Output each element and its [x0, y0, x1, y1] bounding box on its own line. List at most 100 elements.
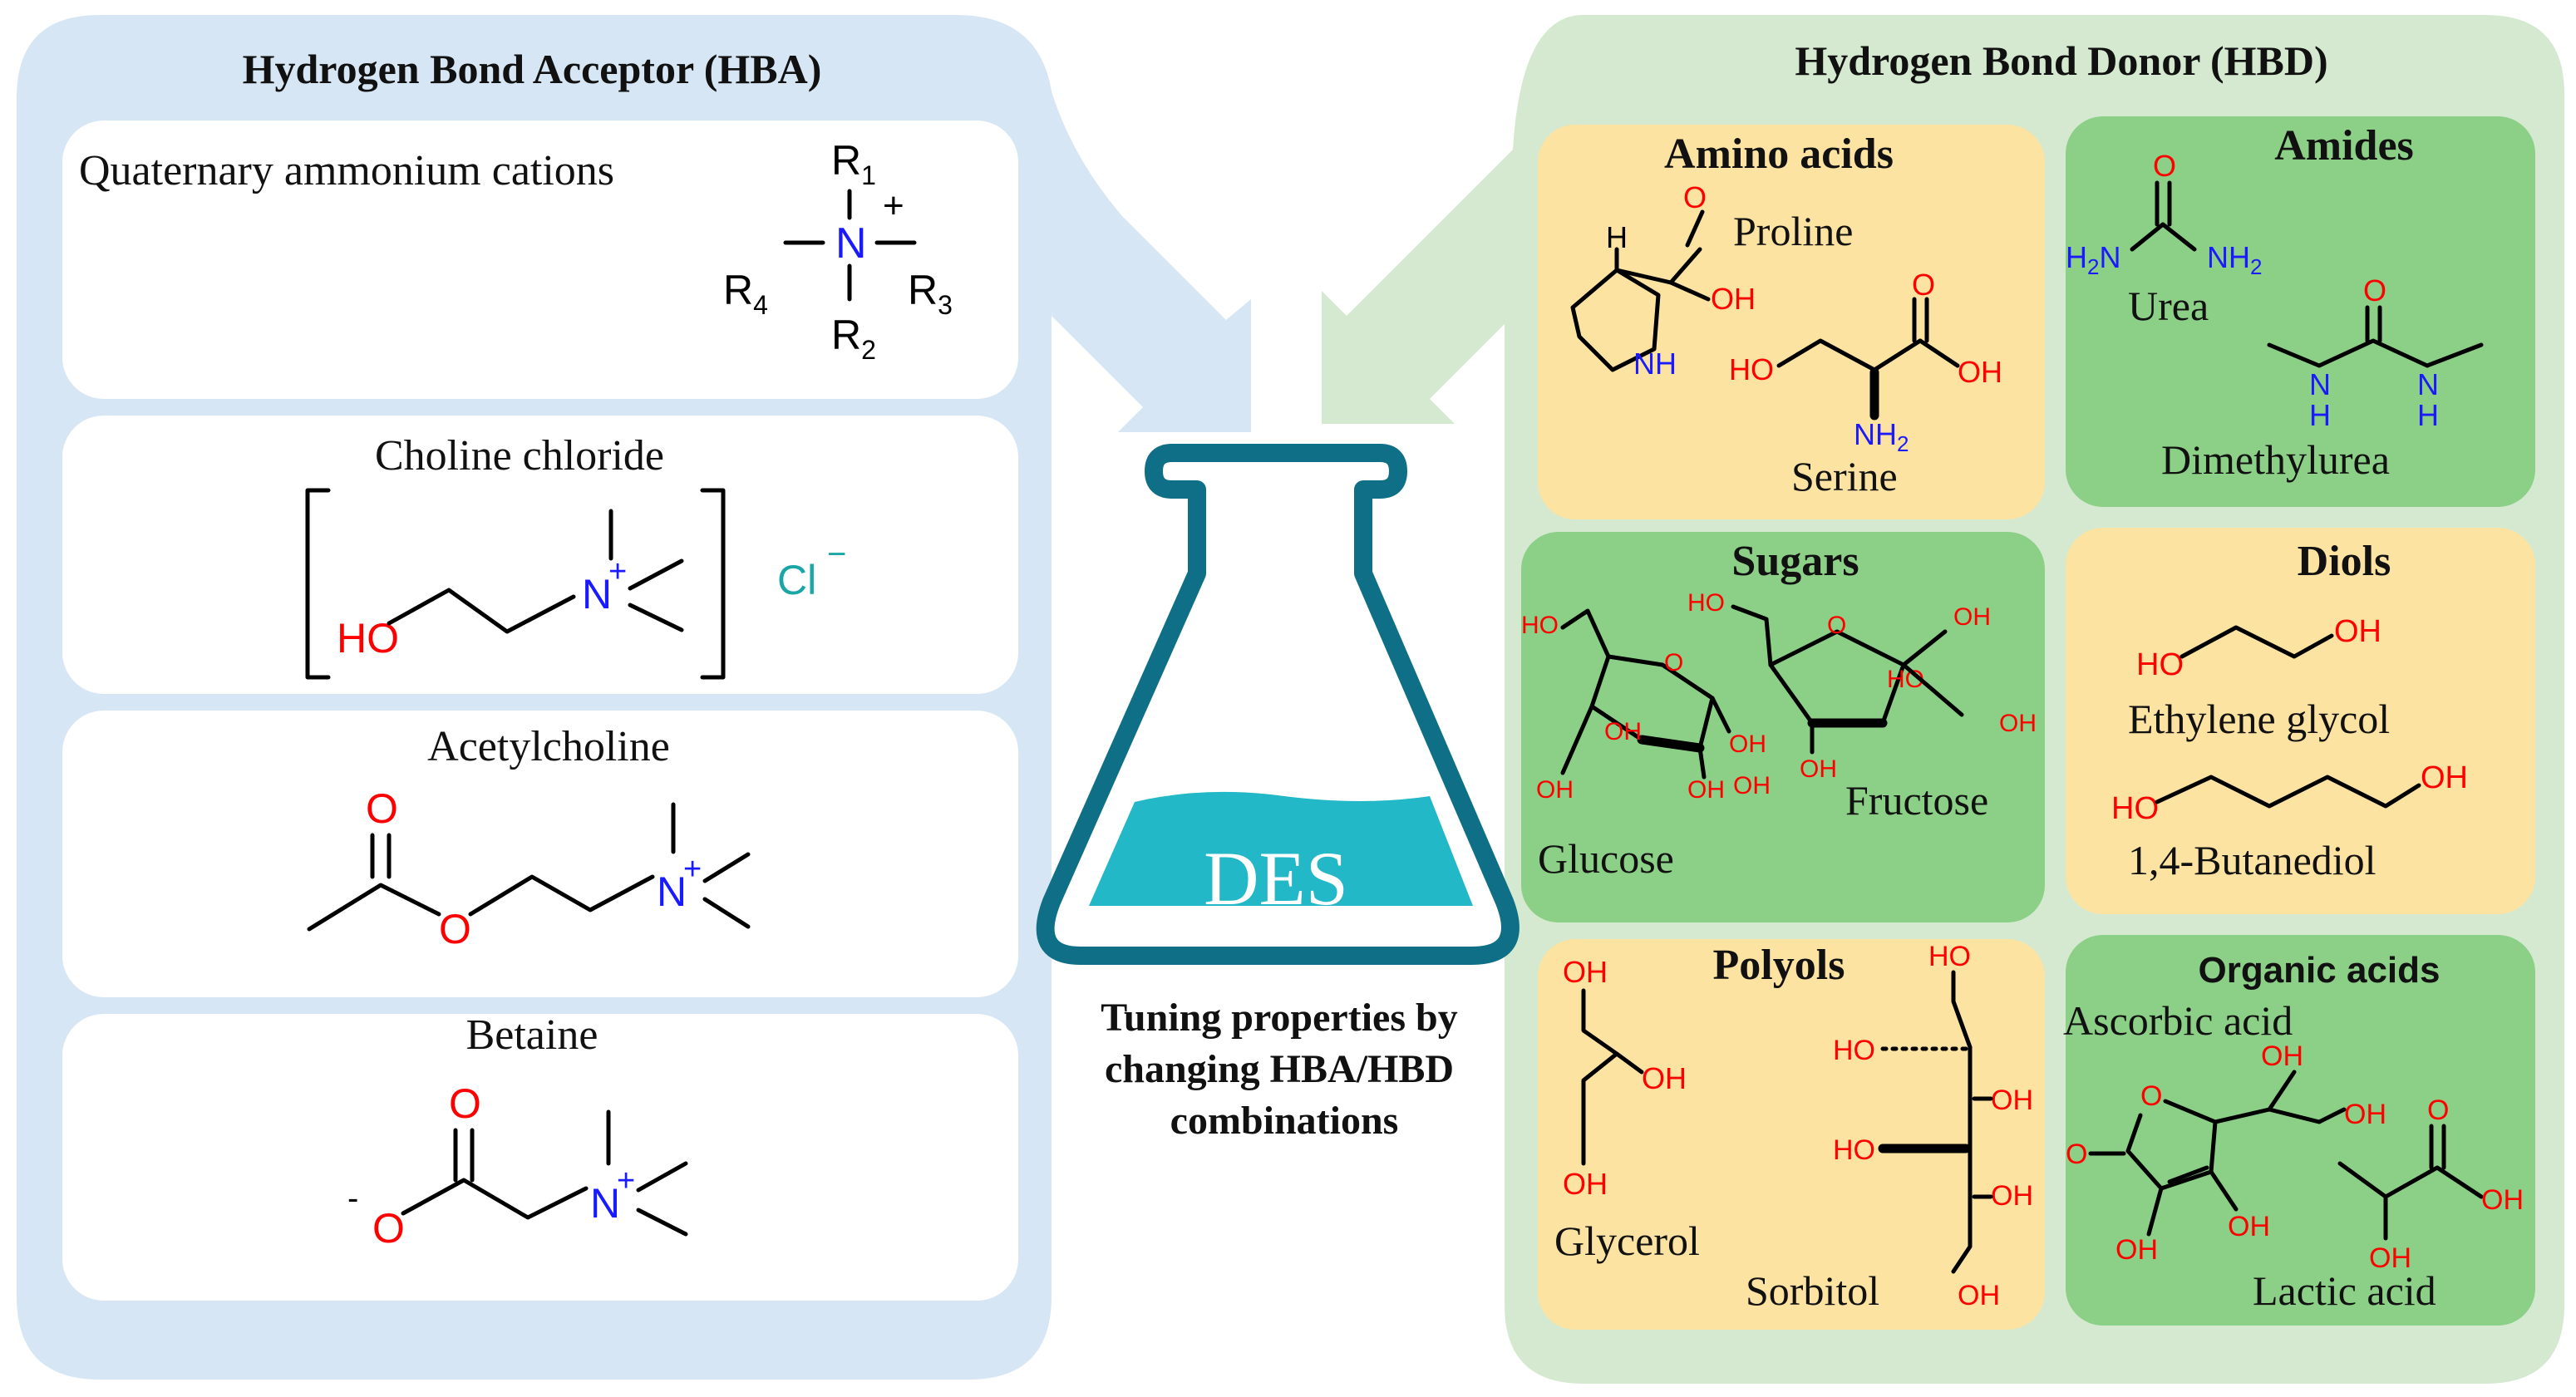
sorbitol-ho-top: HO: [1928, 941, 1971, 972]
serine-ho: HO: [1729, 352, 1774, 386]
ethylene-glycol-oh: OH: [2334, 614, 2381, 649]
proline-label: Proline: [1733, 208, 1853, 254]
glycerol-oh-mid: OH: [1642, 1061, 1687, 1095]
fructose-ho-top: HO: [1687, 589, 1725, 617]
fructose-oh-3: OH: [1800, 755, 1837, 783]
betaine-nitrogen: N: [590, 1180, 620, 1227]
glucose-o: O: [1664, 649, 1683, 676]
fructose-structure: HO O OH HO OH OH Fructose: [1687, 589, 2037, 824]
quaternary-ammonium-structure: R1 N + R4 R3 R2: [723, 137, 953, 365]
glycerol-oh-bottom: OH: [1563, 1167, 1608, 1201]
ascorbic-oh-left: OH: [2115, 1234, 2158, 1266]
glucose-oh-4: OH: [1687, 776, 1725, 804]
dimethylurea-label: Dimethylurea: [2161, 436, 2390, 483]
amino-acids-title: Amino acids: [1664, 130, 1894, 178]
ascorbic-o-ring: O: [2140, 1080, 2162, 1112]
sugars-title: Sugars: [1731, 538, 1859, 585]
sorbitol-label: Sorbitol: [1746, 1267, 1879, 1314]
organic-acids-title: Organic acids: [2198, 950, 2440, 991]
choline-chloride-ion: Cl: [777, 557, 816, 603]
urea-label: Urea: [2128, 283, 2209, 329]
lactic-oh-bottom: OH: [2369, 1242, 2411, 1274]
dimethylurea-n-left: N: [2309, 367, 2331, 401]
des-label: DES: [1204, 836, 1348, 921]
tuning-caption-line-3: combinations: [1170, 1099, 1399, 1143]
sorbitol-oh-2: OH: [1991, 1180, 2033, 1212]
acetylcholine-nitrogen: N: [657, 868, 687, 915]
r3-label: R3: [908, 267, 953, 320]
glucose-oh-1: OH: [1729, 730, 1766, 758]
dimethylurea-structure: O N H N H Dimethylurea: [2161, 273, 2484, 483]
acetylcholine-structure: O O N +: [307, 785, 751, 952]
ascorbic-acid-structure: Ascorbic acid OH O O OH OH OH: [2063, 997, 2386, 1266]
ethylene-glycol-label: Ethylene glycol: [2128, 696, 2390, 742]
proline-h: H: [1606, 220, 1628, 254]
ascorbic-oh-top: OH: [2261, 1040, 2303, 1072]
glycerol-structure: OH OH OH Glycerol: [1554, 955, 1700, 1264]
betaine-plus: +: [617, 1163, 635, 1198]
sorbitol-ho-1: HO: [1833, 1035, 1875, 1066]
lactic-acid-label: Lactic acid: [2253, 1267, 2436, 1314]
card-quaternary-ammonium: [62, 121, 1018, 399]
acetylcholine-o-ester: O: [439, 906, 471, 952]
dimethylurea-h-left: H: [2309, 398, 2331, 432]
dimethylurea-n-right: N: [2417, 367, 2439, 401]
betaine-structure: O - O N +: [347, 1080, 688, 1252]
r2-label: R2: [831, 312, 876, 365]
ascorbic-oh-side: OH: [2344, 1099, 2386, 1130]
glycerol-oh-top: OH: [1563, 955, 1608, 989]
urea-structure: O H2N NH2 Urea: [2066, 149, 2262, 329]
urea-o: O: [2153, 149, 2176, 183]
ascorbic-oh-right: OH: [2228, 1211, 2270, 1242]
polyols-title: Polyols: [1713, 942, 1845, 989]
amides-title: Amides: [2274, 122, 2414, 170]
glycerol-label: Glycerol: [1554, 1217, 1700, 1264]
r1-label: R1: [831, 137, 876, 190]
betaine-label: Betaine: [466, 1011, 598, 1059]
fructose-o: O: [1827, 612, 1846, 639]
card-betaine: [62, 1014, 1018, 1301]
box-diols: [2066, 528, 2535, 914]
sorbitol-oh-1: OH: [1991, 1085, 2033, 1116]
glucose-oh-2: OH: [1604, 718, 1642, 745]
fructose-oh-2: OH: [1999, 710, 2037, 737]
sorbitol-ho-2: HO: [1833, 1134, 1875, 1166]
urea-nh2: NH2: [2207, 240, 2262, 279]
box-sugars: [1521, 532, 2045, 922]
serine-label: Serine: [1791, 453, 1898, 499]
choline-chloride-minus: −: [827, 536, 846, 573]
dimethylurea-o: O: [2363, 273, 2386, 307]
betaine-o-minus: O: [372, 1205, 405, 1252]
proline-nh: NH: [1633, 347, 1677, 381]
serine-structure: HO O OH NH2 Serine: [1729, 268, 2002, 499]
des-flask-icon: DES: [1036, 444, 1519, 965]
tuning-caption-line-1: Tuning properties by: [1101, 996, 1457, 1040]
serine-oh: OH: [1958, 355, 2002, 389]
butanediol-oh: OH: [2421, 760, 2468, 795]
lactic-oh-right: OH: [2481, 1184, 2524, 1216]
choline-chloride-structure: HO N + Cl −: [305, 488, 846, 680]
box-amides: [2066, 116, 2535, 507]
box-amino-acids: [1538, 125, 2045, 519]
proline-oh: OH: [1711, 282, 1756, 316]
ascorbic-acid-label: Ascorbic acid: [2063, 997, 2293, 1044]
urea-h2n: H2N: [2066, 240, 2120, 279]
glucose-ho-top: HO: [1521, 612, 1559, 639]
choline-plus: +: [608, 554, 627, 589]
ethylene-glycol-structure: HO OH Ethylene glycol: [2128, 614, 2390, 742]
fructose-label: Fructose: [1845, 777, 1988, 824]
ethylene-glycol-ho: HO: [2136, 647, 2184, 682]
ascorbic-o-carbonyl: O: [2066, 1139, 2087, 1170]
glucose-oh-3: OH: [1536, 776, 1574, 804]
lactic-o: O: [2427, 1094, 2449, 1126]
proline-o: O: [1683, 180, 1707, 214]
hbd-title: Hydrogen Bond Donor (HBD): [1795, 37, 2327, 84]
tuning-caption: Tuning properties by changing HBA/HBD co…: [1101, 996, 1467, 1143]
box-polyols: [1538, 939, 2045, 1330]
glucose-structure: HO O OH OH OH OH OH Glucose: [1521, 608, 1771, 882]
acetylcholine-o-carbonyl: O: [366, 785, 398, 832]
quat-plus: +: [883, 185, 904, 226]
r4-label: R4: [723, 267, 768, 320]
tuning-caption-line-2: changing HBA/HBD: [1105, 1047, 1454, 1091]
